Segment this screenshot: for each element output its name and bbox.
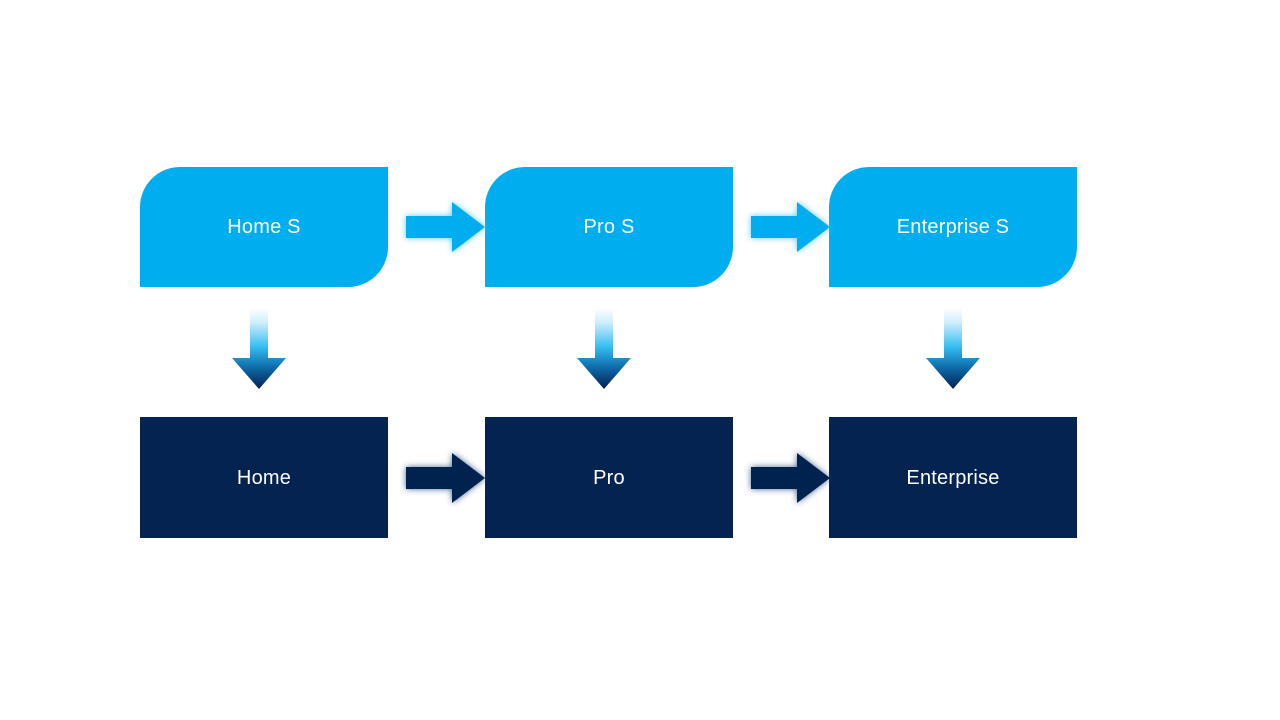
node-label: Pro <box>593 466 625 489</box>
node-label: Enterprise S <box>896 216 1010 238</box>
right-arrow-icon <box>406 201 486 253</box>
right-arrow-icon <box>406 452 486 504</box>
node-home[interactable]: Home <box>140 417 388 538</box>
node-label: Pro S <box>583 216 635 238</box>
node-pro[interactable]: Pro <box>485 417 733 538</box>
node-label: Enterprise <box>906 466 1000 489</box>
node-enterprise[interactable]: Enterprise <box>829 417 1077 538</box>
right-arrow-icon <box>751 452 831 504</box>
node-pro-s[interactable]: Pro S <box>485 167 733 287</box>
down-arrow-icon <box>924 308 982 390</box>
right-arrow-icon <box>751 201 831 253</box>
node-enterprise-s[interactable]: Enterprise S <box>829 167 1077 287</box>
node-home-s[interactable]: Home S <box>140 167 388 287</box>
node-label: Home <box>236 466 292 489</box>
down-arrow-icon <box>575 308 633 390</box>
node-label: Home S <box>227 216 301 238</box>
down-arrow-icon <box>230 308 288 390</box>
